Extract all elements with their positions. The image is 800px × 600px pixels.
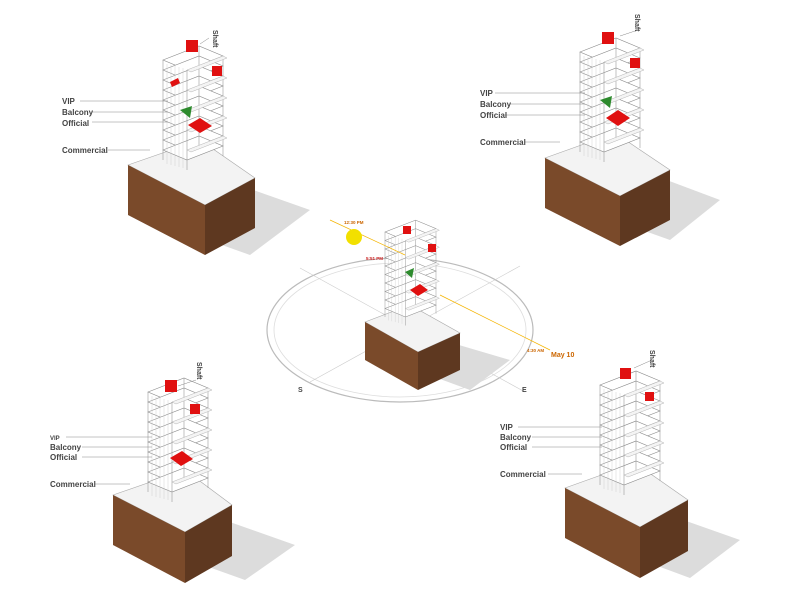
shaft-block-right [645, 392, 654, 401]
shaft-box [170, 78, 180, 87]
model-top-left: VIP Balcony Official Commercial Shaft [62, 30, 310, 255]
vip-label: VIP [62, 97, 76, 106]
vegetation [600, 96, 612, 108]
model-bottom-right: VIP Balcony Official Commercial Shaft [500, 350, 740, 578]
official-label: Official [500, 443, 527, 452]
balcony-label: Balcony [62, 108, 94, 117]
vip-label: VIP [50, 436, 60, 442]
commercial-label: Commercial [480, 138, 526, 147]
shaft-block-right [190, 404, 200, 414]
shaft-block-top [186, 40, 198, 52]
vip-label: VIP [480, 89, 494, 98]
base-front [128, 165, 205, 255]
shaft-label: Shaft [633, 14, 640, 32]
balcony-label: Balcony [50, 443, 82, 452]
commercial-label: Commercial [50, 480, 96, 489]
tower [162, 45, 228, 171]
shaft-label: Shaft [211, 30, 218, 48]
vegetation [180, 106, 192, 118]
base-side [418, 333, 460, 390]
vegetation [405, 268, 414, 278]
official-label: Official [480, 111, 507, 120]
shaft-label: Shaft [648, 350, 655, 368]
base-side [205, 178, 255, 255]
base-side [640, 500, 688, 578]
vip-label: VIP [500, 423, 514, 432]
compass-south: S [298, 387, 303, 394]
shaft-block-right [212, 66, 222, 76]
vip-volume [410, 284, 428, 296]
base-front [545, 158, 620, 246]
vip-volume [170, 451, 193, 466]
vip-volume [606, 110, 630, 126]
compass-east: E [522, 387, 527, 394]
base-side [620, 170, 670, 246]
shaft-label: Shaft [195, 362, 202, 380]
shaft-block-right [428, 244, 436, 252]
base-front [565, 488, 640, 578]
balcony-label: Balcony [500, 433, 532, 442]
sun-study-center: 12:30 PM 5:51 PM 4:30 AM May 10 S E [266, 219, 574, 403]
sun-date: May 10 [551, 352, 574, 359]
shaft-block-top [403, 226, 411, 234]
commercial-label: Commercial [500, 470, 546, 479]
tower [579, 37, 645, 163]
official-label: Official [50, 453, 77, 462]
official-label: Official [62, 119, 89, 128]
shaft-block-top [602, 32, 614, 44]
vip-volume [188, 118, 212, 133]
label-leaders [80, 37, 210, 151]
sun-rays [329, 219, 551, 351]
shaft-block-top [165, 380, 177, 392]
balcony-label: Balcony [480, 100, 512, 109]
shaft-block-right [630, 58, 640, 68]
sun-time-evening: 5:51 PM [366, 256, 383, 261]
sun-icon [346, 229, 362, 245]
base-side [185, 505, 232, 583]
model-bottom-left: VIP Balcony Official Commercial Shaft [50, 362, 295, 583]
label-leaders [495, 29, 639, 143]
model-top-right: VIP Balcony Official Commercial Shaft [480, 14, 720, 246]
base-front [365, 322, 418, 390]
sun-time-morning: 4:30 AM [527, 348, 544, 353]
sun-time-noon: 12:30 PM [344, 220, 364, 225]
shaft-block-top [620, 368, 631, 379]
commercial-label: Commercial [62, 146, 108, 155]
label-leaders [518, 359, 653, 475]
base-front [113, 495, 185, 583]
label-leaders [66, 379, 197, 485]
